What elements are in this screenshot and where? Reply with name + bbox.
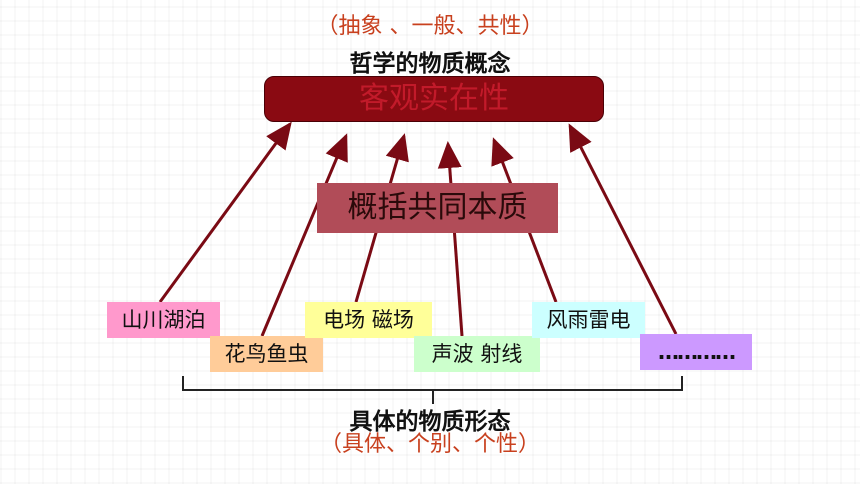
arrow-4 bbox=[437, 141, 464, 337]
middle-concept-box: 概括共同本质 bbox=[317, 183, 558, 233]
header-subtitle: （抽象 、一般、共性） bbox=[316, 14, 544, 39]
item-sound-rays: 声波 射线 bbox=[414, 336, 540, 372]
footer-subtitle: （具体、个别、个性） bbox=[319, 432, 540, 457]
item-flowers-birds: 花鸟鱼虫 bbox=[210, 336, 323, 372]
item-electric-magnetic: 电场 磁场 bbox=[305, 302, 432, 338]
bracket bbox=[182, 376, 683, 404]
header-title: 哲学的物质概念 bbox=[349, 51, 511, 77]
footer-title: 具体的物质形态 bbox=[349, 409, 511, 435]
arrow-6 bbox=[568, 123, 678, 335]
arrow-1 bbox=[158, 121, 292, 303]
item-weather: 风雨雷电 bbox=[532, 302, 645, 338]
arrow-2 bbox=[260, 133, 348, 337]
main-concept-box: 客观实在性 bbox=[264, 76, 604, 122]
item-more: ………… bbox=[640, 334, 752, 370]
item-mountains-rivers: 山川湖泊 bbox=[107, 302, 220, 338]
